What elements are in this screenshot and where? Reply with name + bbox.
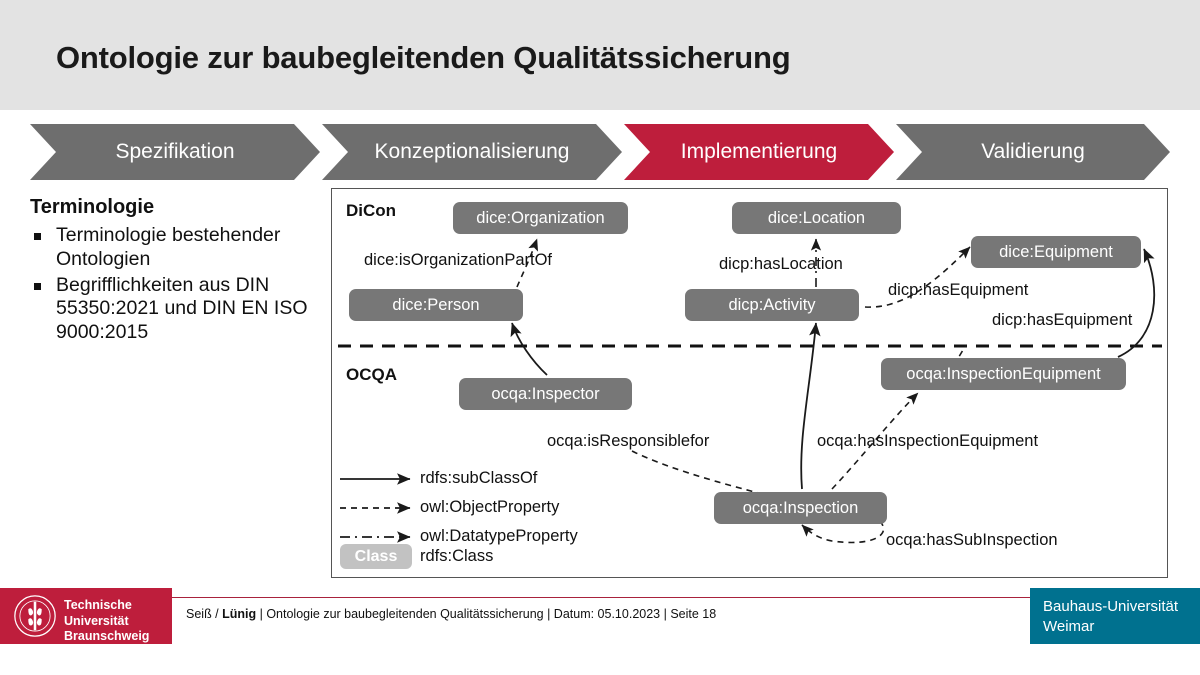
namespace-label-ocqa: OCQA [346,365,397,384]
node-label: ocqa:InspectionEquipment [906,364,1101,383]
node-label: dice:Location [767,208,866,227]
process-step-label: Validierung [981,140,1085,163]
process-step-label: Spezifikation [115,140,235,163]
tu-braunschweig-logo: Technische Universität Braunschweig [0,588,172,644]
footer-author-bold: Lünig [222,607,257,621]
tu-seal-icon [14,595,56,637]
edge-person-to-organization [516,238,539,288]
edge-label-dicp-hasequipment-lower: dicp:hasEquipment [992,311,1133,329]
edge-inspector-to-person [510,322,548,376]
node-dicp-activity[interactable]: dicp:Activity [685,289,859,321]
node-label: ocqa:Inspector [491,384,600,403]
section-heading: Terminologie [30,196,155,218]
edge-hasinspectionequipment [831,392,919,490]
edge-label-ocqa-isresponsiblefor: ocqa:isResponsiblefor [547,432,710,450]
node-ocqa-inspection-equipment[interactable]: ocqa:InspectionEquipment [881,358,1126,390]
tu-logo-line1: Technische [64,598,132,612]
node-ocqa-inspector[interactable]: ocqa:Inspector [459,378,632,410]
process-step-implementierung[interactable]: Implementierung [624,124,894,180]
legend-label-rdfs-subclassof: rdfs:subClassOf [420,469,538,487]
node-label: dice:Organization [476,208,605,227]
edge-label-dicp-hasequipment-upper: dicp:hasEquipment [888,281,1029,299]
node-label: dice:Equipment [999,242,1113,261]
title-band: Ontologie zur baubegleitenden Qualitätss… [0,0,1200,110]
bauhaus-logo-line1: Bauhaus-Universität [1043,598,1179,615]
node-dice-equipment[interactable]: dice:Equipment [971,236,1141,268]
edge-label-ocqa-hassubinspection: ocqa:hasSubInspection [886,531,1058,549]
terminologie-bullet-list: Terminologie bestehender Ontologien Begr… [30,224,322,345]
legend-label-owl-objectproperty: owl:ObjectProperty [420,498,560,516]
bauhaus-logo-wordmark: Bauhaus-Universität Weimar [1043,597,1178,636]
node-label: dicp:Activity [728,295,816,314]
footer-credit-line: Seiß / Lünig | Ontologie zur baubegleite… [186,607,716,621]
node-label: dice:Person [392,295,480,314]
node-label: ocqa:Inspection [742,498,859,517]
edge-inspection-to-activity [800,322,821,490]
namespace-label-dicon: DiCon [346,201,397,220]
process-step-label: Implementierung [680,140,838,163]
tu-logo-line2: Universität [64,613,129,628]
process-step-konzeptionalisierung[interactable]: Konzeptionalisierung [322,124,622,180]
bauhaus-universitaet-weimar-logo [1030,588,1200,644]
tu-logo-wordmark: Technische Universität Braunschweig [64,598,149,645]
tu-logo-line3: Braunschweig [64,629,150,644]
edge-label-dice-isorganizationpartof: dice:isOrganizationPartOf [364,251,553,269]
terminologie-section: Terminologie Terminologie bestehender On… [30,196,322,347]
footer-divider-rule [0,597,1200,598]
legend-class-swatch: Class [340,544,412,569]
footer-author: Seiß / [186,607,223,621]
ontology-diagram-panel: DiCon OCQA dice:Organization dice:Locati… [331,188,1168,578]
edge-inspectionequipment-to-equipment [1117,248,1156,358]
list-item: Terminologie bestehender Ontologien [30,224,322,272]
edge-label-dicp-haslocation: dicp:hasLocation [719,255,843,273]
page-title: Ontologie zur baubegleitenden Qualitätss… [56,40,791,75]
process-step-label: Konzeptionalisierung [374,140,570,163]
process-step-bar: Spezifikation Konzeptionalisierung Imple… [0,124,1200,180]
node-ocqa-inspection[interactable]: ocqa:Inspection [714,492,887,524]
node-dice-location[interactable]: dice:Location [732,202,901,234]
edge-label-ocqa-hasinspectionequipment: ocqa:hasInspectionEquipment [817,432,1039,450]
legend-label-rdfs-class: rdfs:Class [420,547,494,565]
footer-meta: | Ontologie zur baubegleitenden Qualität… [256,607,717,621]
legend-label-owl-datatypeproperty: owl:DatatypeProperty [420,527,578,545]
edge-activity-to-equipment [864,246,971,308]
bauhaus-logo-line2: Weimar [1043,617,1095,635]
process-step-validierung[interactable]: Validierung [896,124,1170,180]
node-dice-person[interactable]: dice:Person [349,289,523,321]
list-item: Begrifflichkeiten aus DIN 55350:2021 und… [30,274,322,345]
process-step-spezifikation[interactable]: Spezifikation [30,124,320,180]
node-dice-organization[interactable]: dice:Organization [453,202,628,234]
